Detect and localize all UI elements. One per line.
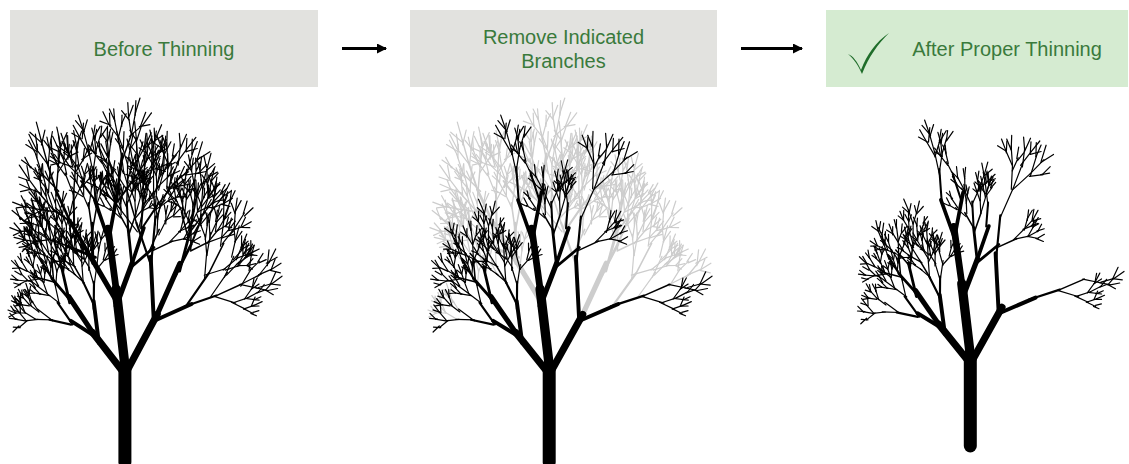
step-label: Remove Indicated Branches (464, 25, 664, 73)
tree-before (8, 98, 282, 462)
flow-arrow (741, 47, 802, 50)
tree-after (858, 120, 1125, 446)
step-label: After Proper Thinning (912, 37, 1102, 61)
step-label: Before Thinning (94, 37, 235, 61)
flow-arrow (342, 47, 386, 50)
step-banner: Before Thinning (10, 10, 318, 87)
check-mark (845, 30, 891, 76)
result-banner: After Proper Thinning (826, 10, 1128, 87)
tree-marked (428, 98, 712, 462)
step-banner: Remove Indicated Branches (410, 10, 717, 87)
